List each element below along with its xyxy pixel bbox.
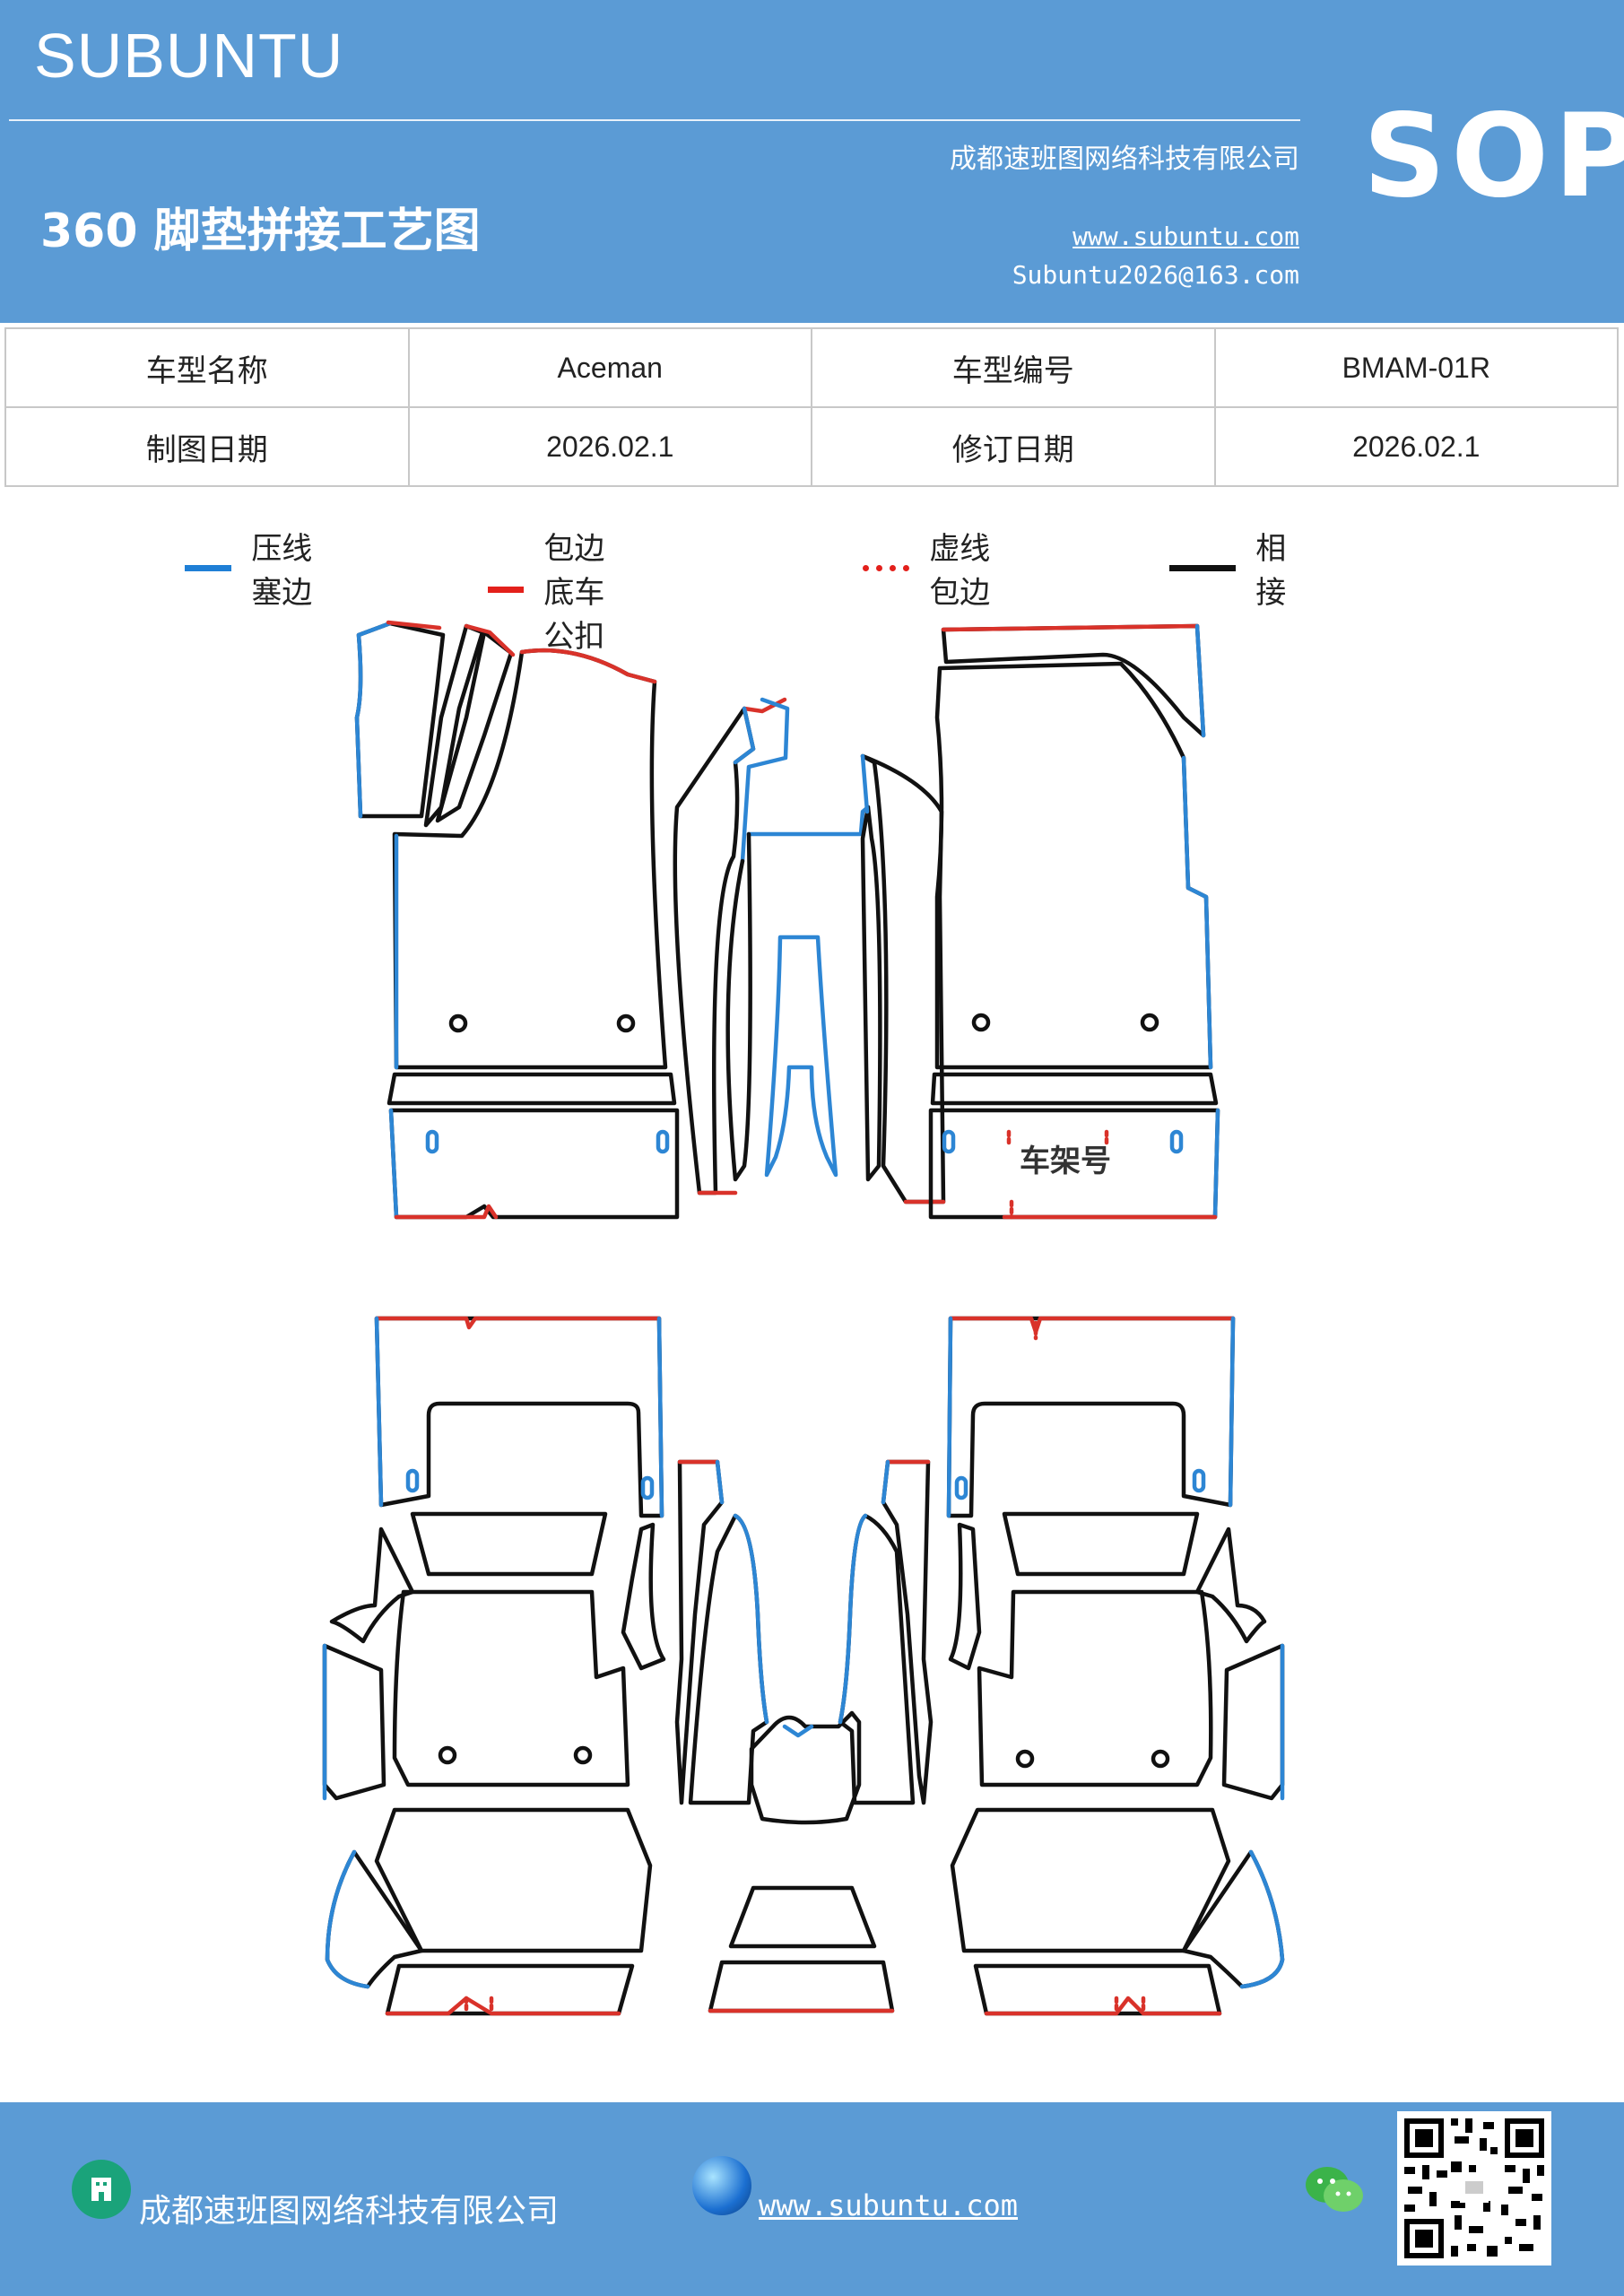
draw-date-label: 制图日期 [4, 406, 410, 487]
legend-label: 虚线包边 [929, 531, 991, 611]
wechat-icon[interactable] [1302, 2163, 1367, 2217]
table-row: 制图日期 2026.02.1 修订日期 2026.02.1 [4, 406, 1619, 487]
legend-label: 相接 [1255, 531, 1287, 611]
header-website-link[interactable]: www.subuntu.com [1073, 222, 1299, 251]
footer-banner: 成都速班图网络科技有限公司 www.subuntu.com [0, 2102, 1624, 2296]
globe-icon [692, 2156, 751, 2215]
model-code-value: BMAM-01R [1213, 327, 1619, 408]
sop-badge: SOP [1363, 90, 1624, 223]
legend-item-red-dotted: 虚线包边 [863, 524, 997, 612]
header-divider [9, 119, 1300, 121]
document-title: 360 脚垫拼接工艺图 [40, 204, 481, 258]
revision-date-value: 2026.02.1 [1213, 406, 1619, 487]
vehicle-info-table: 车型名称 Aceman 车型编号 BMAM-01R 制图日期 2026.02.1… [4, 327, 1619, 487]
floor-mat-diagram: 车架号 [322, 620, 1285, 2016]
header-banner: SUBUNTU 360 脚垫拼接工艺图 成都速班图网络科技有限公司 www.su… [0, 0, 1624, 323]
legend-swatch-black [1169, 564, 1237, 571]
front-row-mats [354, 620, 1220, 1220]
legend-swatch-blue [185, 564, 232, 571]
model-name-value: Aceman [407, 327, 812, 408]
qr-code[interactable] [1397, 2111, 1551, 2266]
footer-company: 成都速班图网络科技有限公司 [139, 2193, 560, 2230]
vin-label: 车架号 [1020, 1144, 1111, 1179]
header-email: Subuntu2026@163.com [1012, 260, 1299, 290]
draw-date-value: 2026.02.1 [407, 406, 812, 487]
footer-website-link[interactable]: www.subuntu.com [759, 2188, 1018, 2222]
legend-item-blue: 压线塞边 [185, 524, 319, 612]
table-row: 车型名称 Aceman 车型编号 BMAM-01R [4, 327, 1619, 408]
brand-name: SUBUNTU [34, 21, 344, 91]
company-icon [72, 2160, 131, 2219]
legend-label: 压线塞边 [251, 531, 313, 611]
model-code-label: 车型编号 [811, 327, 1216, 408]
legend-swatch-red-dotted [863, 564, 910, 571]
revision-date-label: 修订日期 [811, 406, 1216, 487]
model-name-label: 车型名称 [4, 327, 410, 408]
legend-item-black: 相接 [1169, 524, 1304, 612]
rear-row-mats [322, 1316, 1285, 2016]
legend-swatch-red [488, 587, 525, 593]
header-company: 成都速班图网络科技有限公司 [950, 144, 1299, 175]
